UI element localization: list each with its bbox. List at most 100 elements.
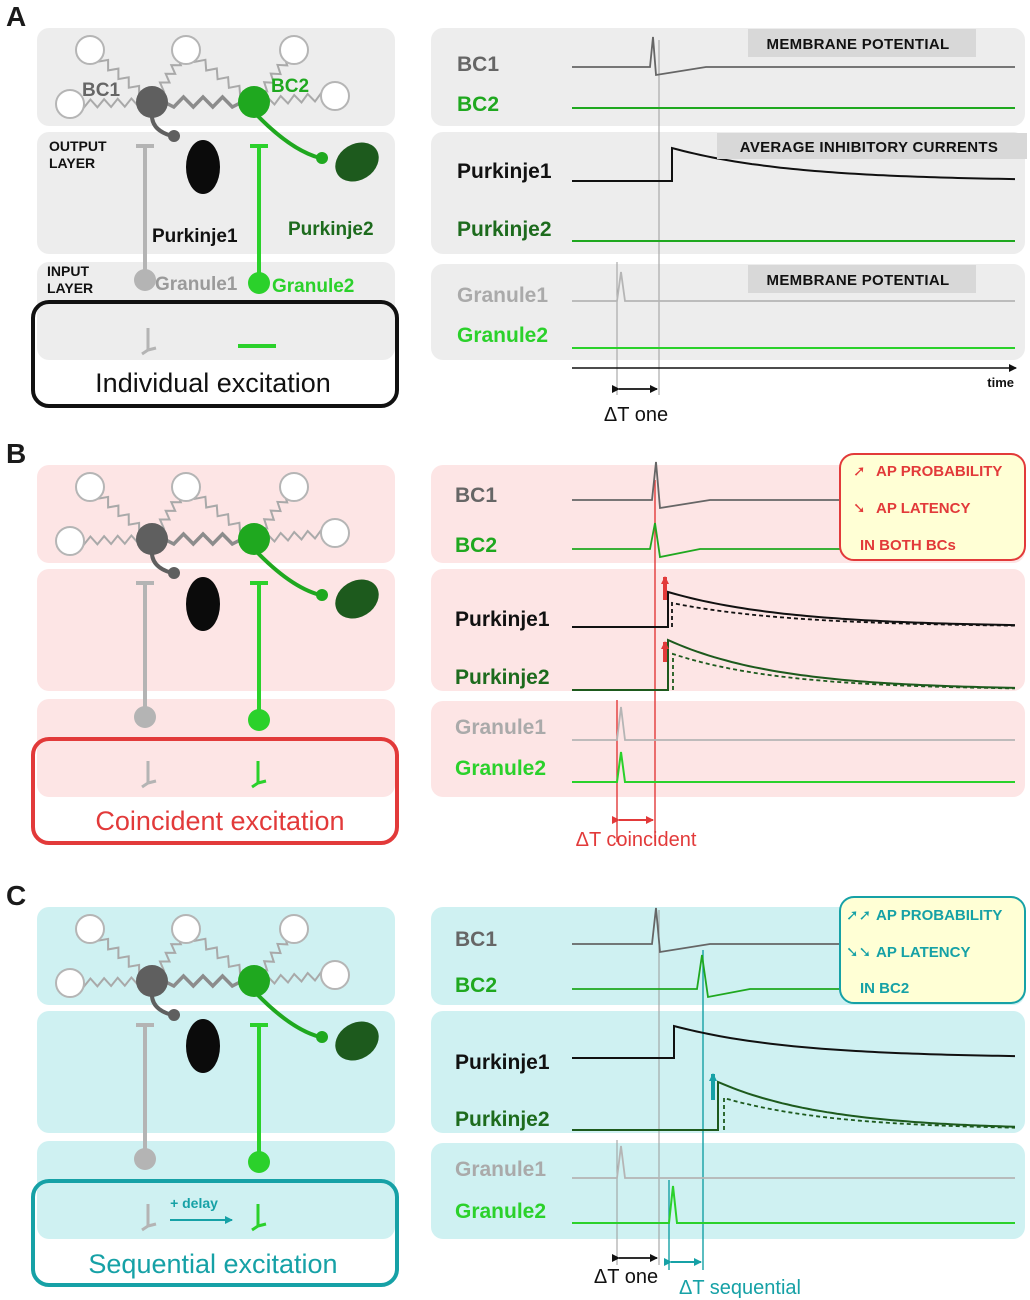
trace-bc1-b	[572, 461, 1015, 510]
trace-label-bc2-c: BC2	[455, 974, 497, 997]
header-membrane-top-a: MEMBRANE POTENTIAL	[767, 36, 950, 53]
trace-label-granule2-c: Granule2	[455, 1200, 546, 1223]
granule2-label: Granule2	[272, 276, 354, 297]
trace-granule2-b	[572, 751, 1015, 783]
box-label-b: Coincident excitation	[95, 806, 344, 836]
purkinje2-cell	[335, 142, 379, 182]
note-b-line3: IN BOTH BCs	[860, 537, 956, 554]
trace-label-bc2-a: BC2	[457, 93, 499, 116]
bc2-axon	[252, 547, 321, 597]
trace-label-bc2-b: BC2	[455, 534, 497, 557]
trace-bc1-a	[572, 36, 1015, 77]
granule1-soma	[134, 269, 156, 291]
header-membrane-b	[748, 265, 976, 293]
dendrite-node-1	[55, 968, 85, 998]
trace-band-granule	[431, 1143, 1025, 1239]
trace-band-purkinje	[431, 132, 1025, 254]
dendrite-node-4	[320, 81, 350, 111]
dendrite-node-4	[320, 960, 350, 990]
trace-band-granule	[431, 701, 1025, 797]
trace-bc2-c	[572, 954, 1015, 999]
trace-granule1-b	[572, 706, 1015, 741]
dendrite-node-1	[55, 526, 85, 556]
network-c	[55, 914, 379, 1173]
note-c-line1: AP PROBABILITY	[876, 907, 1002, 924]
bc2-soma	[238, 86, 270, 118]
purkinje2-label: Purkinje2	[288, 219, 374, 240]
trace-label-purkinje2-b: Purkinje2	[455, 666, 550, 689]
dendrite-node-0	[75, 914, 105, 944]
stimulus-box	[31, 1179, 399, 1287]
output-layer-band	[37, 569, 395, 691]
bc2-soma	[238, 523, 270, 555]
trace-label-granule2-a: Granule2	[457, 324, 548, 347]
network-a	[55, 35, 379, 294]
trace-bc2-b	[572, 522, 1015, 559]
trace-label-purkinje2-a: Purkinje2	[457, 218, 552, 241]
input-layer-band	[37, 699, 395, 797]
delta-t-coincident: ΔT coincident	[576, 829, 697, 851]
note-box-c	[839, 896, 1026, 1004]
box-label-c: Sequential excitation	[88, 1249, 337, 1279]
gap-junction	[163, 94, 243, 110]
delta-t-one-a: ΔT one	[604, 404, 668, 426]
bc2-axon	[252, 989, 321, 1039]
dendrite-node-4	[320, 518, 350, 548]
panel-letter-b: B	[6, 438, 26, 469]
granule1-stimulus-b	[141, 761, 157, 789]
note-c-line3: IN BC2	[860, 980, 909, 997]
network-b	[55, 472, 379, 731]
bc2-terminal	[316, 589, 328, 601]
stimulus-box	[31, 300, 399, 408]
trace-label-purkinje2-c: Purkinje2	[455, 1108, 550, 1131]
trace-purkinje2-c	[572, 1080, 1016, 1131]
bc1-terminal	[168, 567, 180, 579]
bc2-terminal	[316, 1031, 328, 1043]
down-arrow-b: ➘	[853, 500, 866, 517]
granule1-soma	[134, 1148, 156, 1170]
header-membrane-bottom-a: MEMBRANE POTENTIAL	[767, 272, 950, 289]
bc1-label: BC1	[82, 80, 120, 101]
down-arrows-c: ➘➘	[846, 944, 871, 961]
time-label: time	[987, 375, 1014, 390]
trace-band-purkinje	[431, 569, 1025, 691]
delay-label: + delay	[170, 1195, 218, 1211]
bc1-soma	[136, 523, 168, 555]
up-arrows-c: ➚➚	[846, 907, 871, 924]
trace-band-purkinje	[431, 1011, 1025, 1133]
panel-letter-a: A	[6, 1, 26, 32]
input-layer-label-1: INPUT	[47, 263, 89, 279]
bc1-soma	[136, 86, 168, 118]
granule1-stimulus	[141, 328, 157, 356]
granule1-label: Granule1	[155, 274, 238, 295]
trace-purkinje1-c	[572, 1024, 1016, 1059]
input-layer-band	[37, 1141, 395, 1239]
granule2-soma	[248, 709, 270, 731]
purkinje1-cell	[186, 1019, 220, 1073]
output-layer-label-1: OUTPUT	[49, 138, 107, 154]
trace-purkinje2-b	[572, 638, 1016, 691]
trace-granule1-c	[572, 1145, 1015, 1179]
trace-label-purkinje1-b: Purkinje1	[455, 608, 550, 631]
stimulus-box	[31, 737, 399, 845]
trace-granule2-c	[572, 1185, 1015, 1224]
bc2-axon	[252, 110, 321, 160]
dendrite-node-2	[171, 914, 201, 944]
trace-purkinje1-b-dotted	[671, 601, 1015, 627]
trace-purkinje2-c-dotted	[723, 1096, 1016, 1130]
trace-label-purkinje1-c: Purkinje1	[455, 1051, 550, 1074]
output-layer-band	[37, 132, 395, 254]
trace-label-bc1-c: BC1	[455, 928, 497, 951]
granule1-stimulus-c	[141, 1204, 157, 1232]
header-inhibitory-label-a: AVERAGE INHIBITORY CURRENTS	[740, 139, 998, 156]
trace-label-granule2-b: Granule2	[455, 757, 546, 780]
input-layer-band	[37, 262, 395, 360]
bc1-soma	[136, 965, 168, 997]
trace-label-granule1-a: Granule1	[457, 284, 548, 307]
purkinje1-label: Purkinje1	[152, 226, 238, 247]
bc2-soma	[238, 965, 270, 997]
note-b-line1: AP PROBABILITY	[876, 463, 1002, 480]
dendrite-node-0	[75, 472, 105, 502]
gap-junction	[163, 531, 243, 547]
